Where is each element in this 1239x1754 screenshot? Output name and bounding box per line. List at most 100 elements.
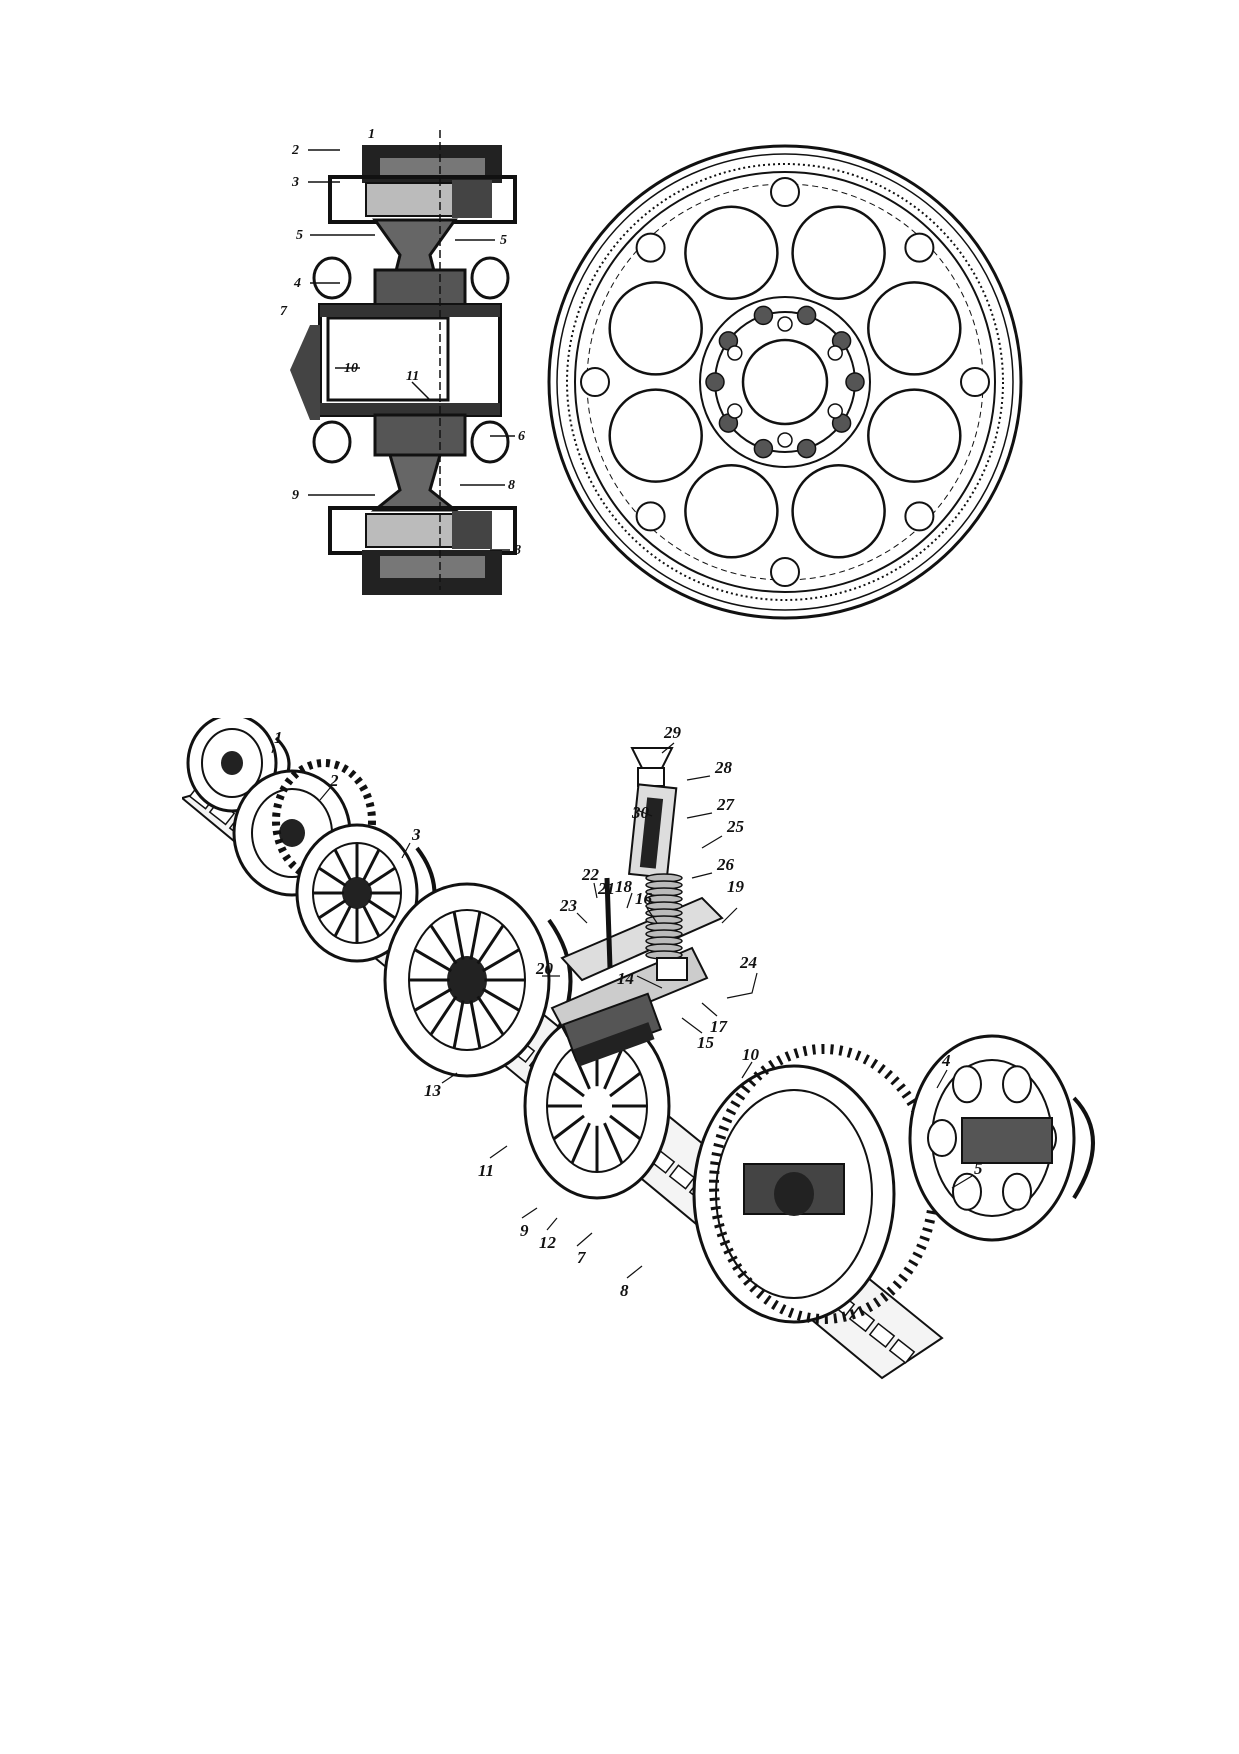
spoke xyxy=(476,924,505,965)
shock-spring xyxy=(645,873,683,960)
small-hole xyxy=(827,403,843,419)
callout: 27 xyxy=(716,795,736,814)
leader-lines xyxy=(271,742,973,1279)
callout: 26 xyxy=(716,855,735,874)
hub-bolt xyxy=(845,372,865,392)
section-callout: 9 xyxy=(292,488,299,503)
road-wheel-large xyxy=(383,882,573,1078)
bottom-figure: 1 2 3 4 5 7 8 9 10 11 12 13 14 15 16 17 … xyxy=(182,718,1157,1486)
section-callout: 8 xyxy=(514,543,521,558)
wheel-3-spokes xyxy=(313,843,401,943)
callout: 25 xyxy=(726,817,745,836)
wheel-rim-dots xyxy=(566,163,1004,601)
spoke xyxy=(552,1071,585,1098)
hub-centre-bore xyxy=(741,338,829,426)
shock-bottom-eye xyxy=(656,957,688,981)
spoke xyxy=(318,866,347,887)
spoke xyxy=(429,924,458,965)
callout: 4 xyxy=(941,1051,951,1070)
callout: 15 xyxy=(697,1033,715,1052)
spoke xyxy=(609,1071,642,1098)
lower-right-roller xyxy=(470,420,510,464)
hub-bolt xyxy=(705,372,725,392)
spoke xyxy=(413,987,453,1012)
hub-cross-section: 1 2 3 5 5 4 7 10 11 6 9 8 8 xyxy=(280,127,525,595)
section-callout: 4 xyxy=(293,276,301,291)
rim-boss xyxy=(770,177,800,207)
callout: 24 xyxy=(739,953,757,972)
shock-top-eye xyxy=(637,767,665,787)
shock-top-cup xyxy=(630,747,674,769)
callout: 22 xyxy=(581,865,600,884)
hub-bolt xyxy=(753,438,774,459)
top-figure: 1 2 3 5 5 4 7 10 11 6 9 8 8 xyxy=(280,120,1040,655)
mounting-bolt xyxy=(604,877,613,969)
spoke xyxy=(452,1000,465,1049)
callout: 29 xyxy=(663,723,682,742)
spoke xyxy=(481,948,521,973)
callout: 9 xyxy=(520,1221,529,1240)
wheel-4-hole xyxy=(1002,1172,1032,1211)
lightening-hole xyxy=(608,388,703,483)
callout: 7 xyxy=(577,1248,587,1267)
hub-top-flange xyxy=(320,305,500,317)
spoke xyxy=(603,1122,624,1164)
suspension-assembly xyxy=(550,877,724,1067)
section-callout: 6 xyxy=(518,429,525,444)
section-callout: 2 xyxy=(291,143,299,158)
wheel-4-hole xyxy=(927,1119,957,1157)
spoke xyxy=(552,1114,585,1141)
callout: 17 xyxy=(710,1017,729,1036)
spoke xyxy=(429,995,458,1036)
spoke xyxy=(609,1114,642,1141)
section-leader-lines xyxy=(308,149,515,551)
callout: 10 xyxy=(742,1045,760,1064)
lower-left-roller xyxy=(312,420,352,464)
hub-bolt xyxy=(753,305,774,326)
crank-arm xyxy=(290,325,320,420)
lightening-holes xyxy=(608,205,962,559)
section-callout: 8 xyxy=(508,478,515,493)
callout: 19 xyxy=(727,877,745,896)
callout: 14 xyxy=(617,969,634,988)
callout: 11 xyxy=(478,1161,494,1180)
small-hole xyxy=(727,345,743,361)
spoke xyxy=(318,899,347,920)
lower-bracket xyxy=(373,413,467,457)
section-callout: 5 xyxy=(296,228,303,243)
spoke xyxy=(367,899,396,920)
section-callout: 7 xyxy=(280,304,288,319)
rim-boss xyxy=(960,367,990,397)
small-hole xyxy=(777,432,793,448)
wheel-4-hole xyxy=(1002,1065,1032,1104)
bogie-block-lower xyxy=(573,1022,655,1067)
road-wheel-large-spokes xyxy=(409,911,525,1049)
top-figure-drawing: 1 2 3 5 5 4 7 10 11 6 9 8 8 xyxy=(280,127,1023,620)
bottom-figure-drawing: 1 2 3 4 5 7 8 9 10 11 12 13 14 15 16 17 … xyxy=(182,718,1095,1380)
spoke xyxy=(413,948,453,973)
road-wheel-face xyxy=(547,144,1023,620)
small-hole xyxy=(727,403,743,419)
hub-bottom-flange xyxy=(320,403,500,415)
rim-boss xyxy=(904,501,935,532)
section-callout: 11 xyxy=(406,369,419,384)
callout: 23 xyxy=(559,896,578,915)
upper-nut xyxy=(452,180,492,218)
callout: 28 xyxy=(714,758,733,777)
callout: 3 xyxy=(411,825,421,844)
rim-boss xyxy=(904,232,935,263)
spoke xyxy=(469,1000,482,1049)
spoke xyxy=(333,849,352,881)
small-hole xyxy=(827,345,843,361)
callout: 5 xyxy=(974,1159,983,1178)
hub-bolt xyxy=(796,438,817,459)
wheel-rim-line xyxy=(556,153,1014,611)
shock-rod xyxy=(639,797,664,869)
lightening-hole xyxy=(867,388,962,483)
callout: 13 xyxy=(424,1081,442,1100)
upper-right-roller xyxy=(470,256,510,300)
callout: 20 xyxy=(535,959,554,978)
lightening-hole xyxy=(791,464,886,559)
rim-boss xyxy=(635,232,666,263)
spoke xyxy=(570,1122,591,1164)
